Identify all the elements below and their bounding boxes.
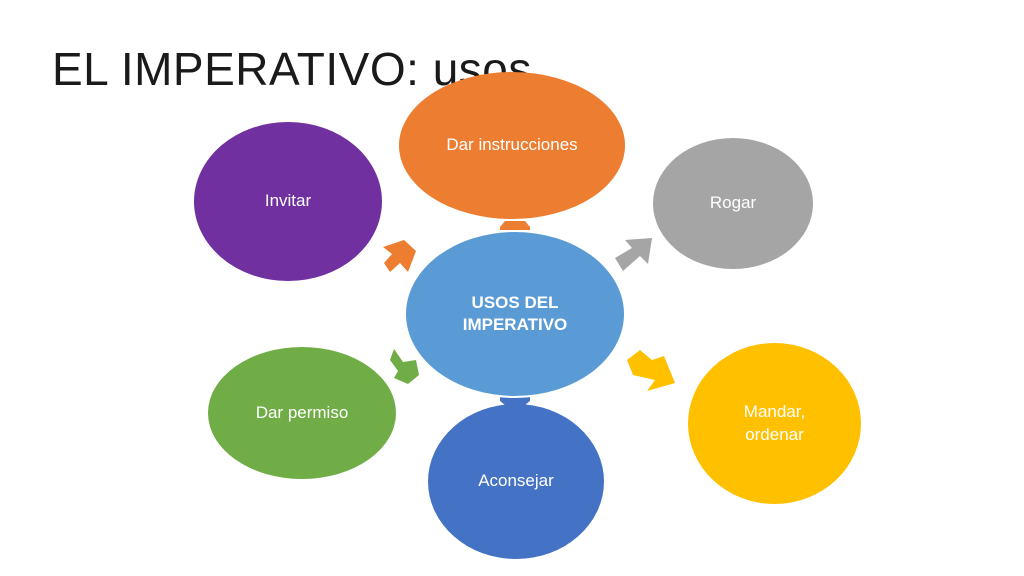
node-rogar: Rogar xyxy=(653,138,813,269)
arrow-invitar xyxy=(383,240,416,272)
node-mandar-ordenar: Mandar, ordenar xyxy=(688,343,861,504)
node-label: Mandar, ordenar xyxy=(743,402,806,444)
node-aconsejar: Aconsejar xyxy=(428,404,604,559)
node-label: Invitar xyxy=(264,191,312,211)
node-label: Dar instrucciones xyxy=(446,135,578,155)
arrow-rogar xyxy=(615,238,652,271)
arrow-mandar xyxy=(627,350,675,391)
node-label: Rogar xyxy=(709,193,757,213)
arrow-instrucciones xyxy=(500,221,530,230)
node-dar-permiso: Dar permiso xyxy=(208,347,396,479)
node-invitar: Invitar xyxy=(194,122,382,281)
center-label: USOS DEL IMPERATIVO xyxy=(462,292,568,334)
node-label: Aconsejar xyxy=(478,471,554,491)
node-label: Dar permiso xyxy=(255,402,349,422)
arrow-permiso xyxy=(390,349,419,384)
node-dar-instrucciones: Dar instrucciones xyxy=(399,72,625,219)
node-usos-del-imperativo: USOS DEL IMPERATIVO xyxy=(404,230,626,398)
arrow-aconsejar xyxy=(500,397,530,405)
